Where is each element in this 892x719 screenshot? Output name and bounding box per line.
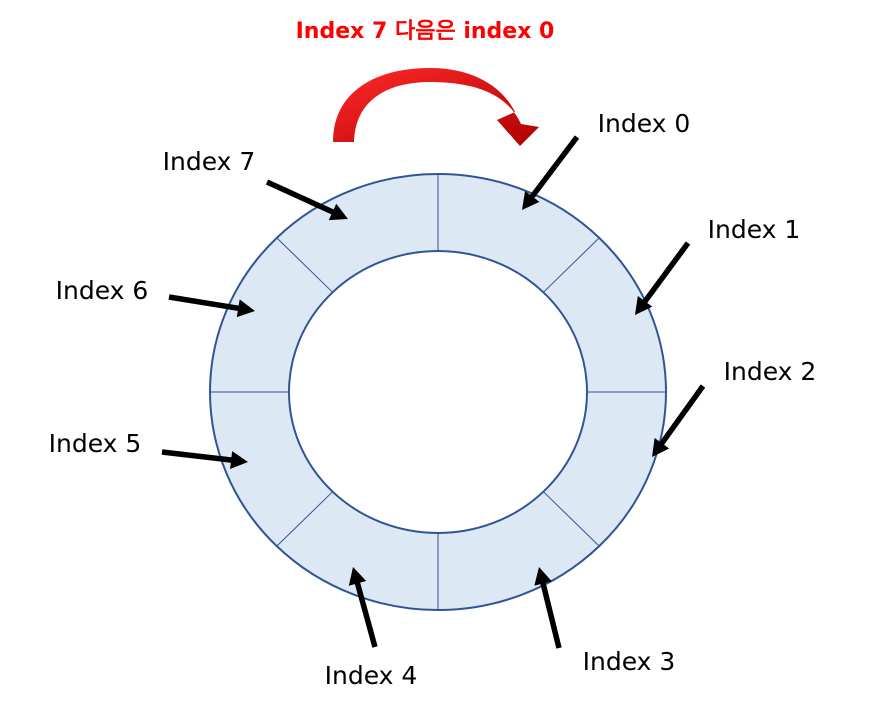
index-label-4: Index 4 xyxy=(325,661,418,690)
index-label-7: Index 7 xyxy=(163,147,256,176)
index-label-1: Index 1 xyxy=(708,215,801,244)
pointer-arrow-shaft xyxy=(354,580,378,648)
pointer-arrow-head xyxy=(230,451,248,469)
pointer-arrow-head xyxy=(635,295,653,315)
slot-divider xyxy=(543,491,600,547)
pointer-arrow-head xyxy=(652,437,670,457)
pointer-arrow-shaft xyxy=(168,294,241,312)
index-label-5: Index 5 xyxy=(49,429,142,458)
pointer-arrow-shaft xyxy=(658,384,706,447)
index-label-0: Index 0 xyxy=(598,109,691,138)
pointer-arrow-head xyxy=(236,299,255,318)
slot-divider xyxy=(276,237,333,293)
pointer-arrow-shaft xyxy=(265,179,336,216)
index-pointers: Index 0 Index 1 Index 2 Index 3 Index 4 Index… xyxy=(49,109,817,690)
wrap-around-arrow xyxy=(333,68,539,146)
pointer-arrow-head xyxy=(348,567,367,586)
pointer-arrow-head xyxy=(328,203,348,221)
index-label-6: Index 6 xyxy=(56,276,149,305)
index-label-3: Index 3 xyxy=(583,647,676,676)
diagram-title: Index 7 다음은 index 0 xyxy=(296,19,555,44)
pointer-arrow-shaft xyxy=(539,580,562,649)
pointer-arrow-shaft xyxy=(641,241,691,305)
slot-divider xyxy=(276,491,333,547)
slot-dividers xyxy=(210,174,666,610)
ring-buffer xyxy=(208,173,668,611)
pointer-arrow-head xyxy=(522,191,540,210)
index-label-2: Index 2 xyxy=(724,357,817,386)
pointer-arrow-shaft xyxy=(528,135,580,200)
pointer-arrow-shaft xyxy=(161,449,234,463)
pointer-arrow-head xyxy=(534,567,552,586)
slot-divider xyxy=(543,237,600,293)
